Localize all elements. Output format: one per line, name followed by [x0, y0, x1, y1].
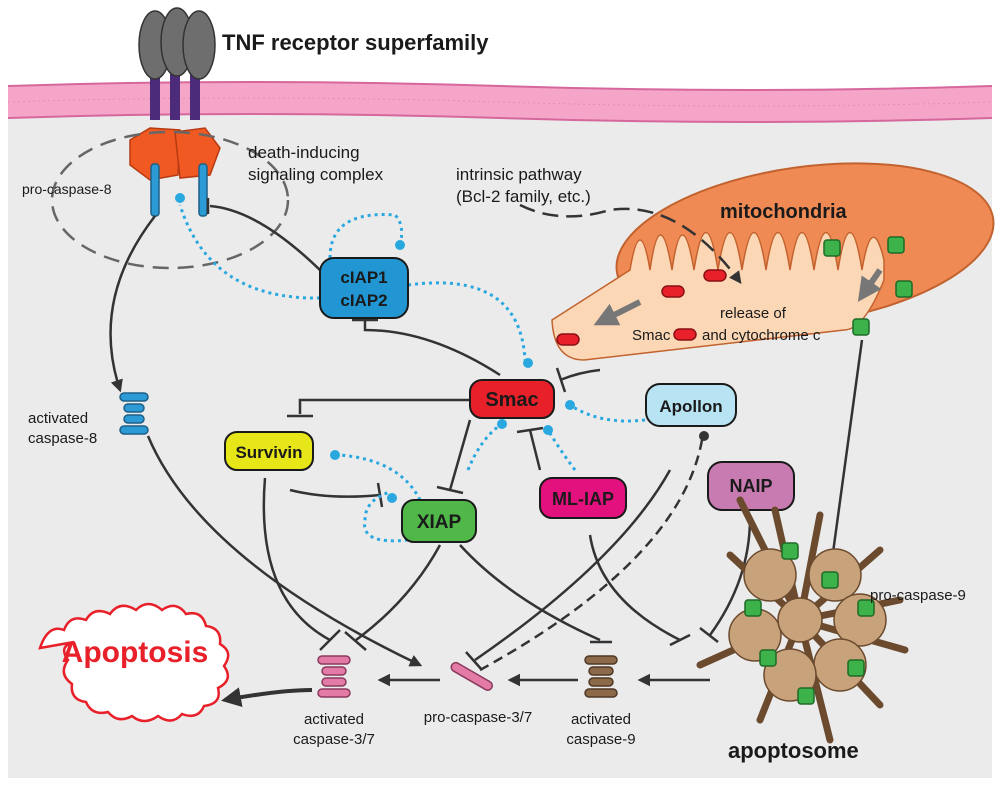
node-mliap: ML-IAP	[539, 477, 627, 519]
node-xiap-label: XIAP	[417, 512, 462, 533]
activated-caspase-37-label-2: caspase-3/7	[293, 731, 375, 748]
node-apollon: Apollon	[645, 383, 737, 427]
title: TNF receptor superfamily	[222, 30, 489, 55]
tnf-receptor	[129, 7, 221, 181]
node-ciap-label-2: cIAP2	[340, 291, 387, 310]
node-survivin-label: Survivin	[235, 443, 302, 462]
node-apollon-label: Apollon	[659, 397, 722, 416]
pro-caspase-3-7-bar	[450, 661, 494, 691]
node-naip: NAIP	[707, 461, 795, 511]
release-label-2: Smac	[632, 327, 671, 344]
apoptosis-arrow	[221, 687, 313, 707]
release-arrow-smac	[593, 299, 642, 326]
cytochrome-c	[823, 239, 841, 257]
release-label-1: release of	[720, 305, 787, 322]
cytochrome-c	[887, 236, 905, 254]
activated-caspase-9	[584, 655, 618, 698]
node-smac-label: Smac	[485, 389, 538, 411]
disc-label-1: death-inducing	[248, 143, 360, 162]
smac-molecule	[673, 328, 697, 341]
disc-outline	[50, 130, 290, 270]
apollon-dashed-connector	[479, 439, 704, 672]
cytochrome-c	[852, 318, 870, 336]
intrinsic-arrow	[519, 203, 742, 285]
node-naip-label: NAIP	[729, 476, 772, 496]
node-ciap-label-1: cIAP1	[340, 268, 387, 287]
apoptosome-label: apoptosome	[728, 738, 859, 763]
node-ciap: cIAP1 cIAP2	[319, 257, 409, 319]
intrinsic-label-1: intrinsic pathway	[456, 165, 582, 184]
pro-caspase-8-bar	[150, 163, 160, 217]
interaction-dots	[175, 193, 575, 503]
pro-caspase-37-label: pro-caspase-3/7	[424, 709, 532, 726]
activated-caspase-37-label-1: activated	[304, 711, 364, 728]
activated-caspase-8-label-1: activated	[28, 410, 88, 427]
apoptosis-burst: Apoptosis	[38, 602, 230, 723]
intrinsic-label-2: (Bcl-2 family, etc.)	[456, 187, 591, 206]
activated-caspase-9-label-1: activated	[571, 711, 631, 728]
pro-caspase-8-bar	[198, 163, 208, 217]
apollon-dot	[699, 431, 709, 441]
release-arrow-cytc	[857, 268, 883, 302]
node-xiap: XIAP	[401, 499, 477, 543]
release-label-3: and cytochrome c	[702, 327, 821, 344]
mitochondria-label: mitochondria	[720, 201, 848, 223]
smac-molecule	[703, 269, 727, 282]
smac-molecule	[661, 285, 685, 298]
activated-caspase-9-label-2: caspase-9	[566, 731, 635, 748]
node-smac: Smac	[469, 379, 555, 419]
pro-caspase-9-label: pro-caspase-9	[870, 587, 966, 604]
smac-molecule	[556, 333, 580, 346]
apoptosis-label: Apoptosis	[62, 636, 209, 669]
activated-caspase-8	[119, 392, 149, 435]
cell-membrane	[7, 81, 993, 123]
node-survivin: Survivin	[224, 431, 314, 471]
node-mliap-label: ML-IAP	[552, 489, 614, 509]
activated-caspase-8-label-2: caspase-8	[28, 430, 97, 447]
cytochrome-c	[895, 280, 913, 298]
disc-label-2: signaling complex	[248, 165, 384, 184]
pro-caspase-8-label: pro-caspase-8	[22, 181, 112, 197]
apoptosome	[696, 496, 909, 744]
connectors	[109, 198, 864, 687]
activated-caspase-3-7	[317, 655, 351, 698]
